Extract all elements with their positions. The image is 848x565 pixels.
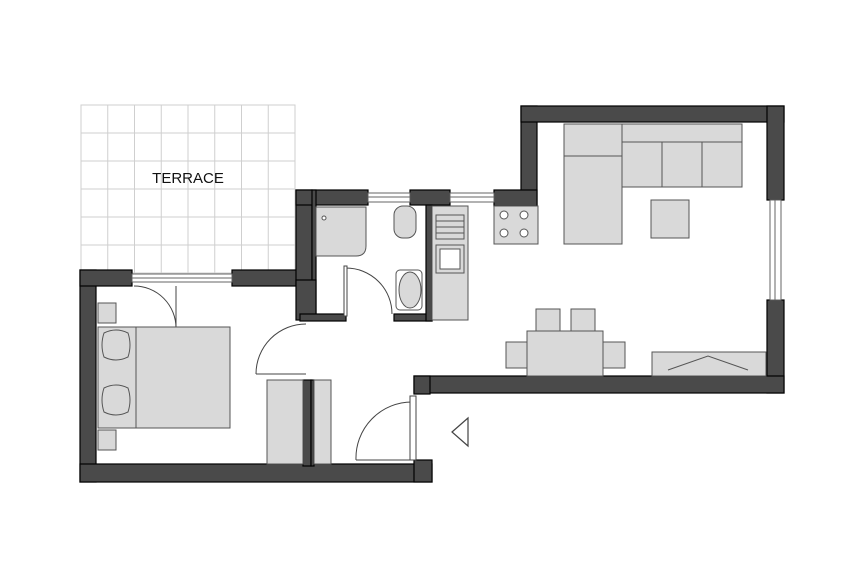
chair xyxy=(535,308,561,334)
pillow xyxy=(101,329,131,361)
sink xyxy=(398,271,422,309)
sofa-back xyxy=(621,123,743,143)
terrace-label: TERRACE xyxy=(152,170,224,187)
terrace-door xyxy=(133,285,177,329)
chair xyxy=(570,308,596,334)
living-furniture xyxy=(505,123,767,377)
closet xyxy=(313,379,332,465)
bathroom-door xyxy=(343,265,393,317)
bedroom-door xyxy=(255,323,307,375)
entrance-door xyxy=(355,395,417,461)
kitchen xyxy=(431,205,539,321)
pillow xyxy=(101,384,131,416)
doors xyxy=(133,265,417,461)
entrance-arrow-icon xyxy=(451,416,469,448)
sofa-chaise xyxy=(563,123,623,245)
nightstand xyxy=(97,429,117,451)
sofa-seat xyxy=(661,141,703,188)
dining-table xyxy=(526,330,604,377)
windows xyxy=(131,192,782,301)
bathroom-fixtures xyxy=(315,205,423,311)
interior-partitions xyxy=(302,379,433,483)
chair xyxy=(505,341,531,369)
wardrobe xyxy=(266,379,304,465)
tv-stand xyxy=(651,351,767,377)
nightstand xyxy=(97,302,117,324)
sofa-seat xyxy=(701,141,743,188)
terrace: TERRACE xyxy=(80,104,296,274)
stove xyxy=(493,205,539,245)
coffee-table xyxy=(650,199,690,239)
living-walls xyxy=(413,105,785,395)
terrace-tiles xyxy=(81,105,295,273)
bathroom-walls xyxy=(295,189,451,322)
shower xyxy=(315,206,367,257)
bedroom-walls xyxy=(79,269,433,483)
toilet xyxy=(393,205,417,239)
chair xyxy=(600,341,626,369)
tv xyxy=(667,355,749,371)
bedroom-furniture xyxy=(97,302,332,465)
sofa-seat xyxy=(621,141,663,188)
